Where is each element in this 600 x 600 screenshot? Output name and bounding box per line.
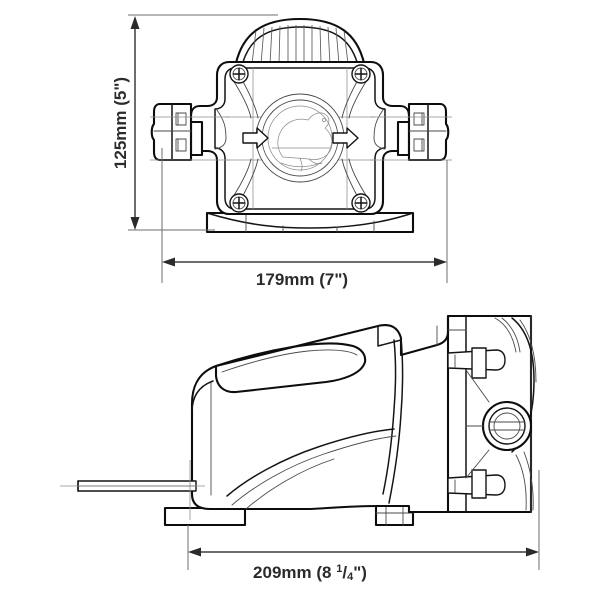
screw-bottom-right xyxy=(351,193,371,213)
flow-direction-arrow-right xyxy=(332,127,359,149)
screw-top-right xyxy=(351,64,371,84)
screw-bottom-left xyxy=(229,193,249,213)
seal-logo xyxy=(255,93,345,183)
length-dimension: 209mm (8 1/4") xyxy=(187,470,540,583)
mounting-foot-right xyxy=(374,503,415,527)
length-dimension-fraction-numerator: 1 xyxy=(336,563,342,575)
width-dimension: 179mm (7") xyxy=(161,148,448,289)
port-boss-side-view xyxy=(481,400,533,452)
length-dimension-label: 209mm (8 1/4") xyxy=(253,563,367,583)
top-vent-cap xyxy=(234,17,366,65)
front-view xyxy=(150,17,452,234)
length-dimension-label-tail: ") xyxy=(353,563,367,582)
screw-top-left xyxy=(229,64,249,84)
length-dimension-fraction-denominator: 4 xyxy=(347,571,354,583)
side-view xyxy=(60,314,537,527)
height-dimension-label: 125mm (5") xyxy=(111,77,130,169)
svg-text:209mm (8 1/4"): 209mm (8 1/4") xyxy=(253,563,367,583)
length-dimension-label-main: 209mm (8 xyxy=(253,563,336,582)
pump-body-side xyxy=(190,314,537,514)
clamp-lug-upper xyxy=(447,347,506,379)
flow-direction-arrow-left xyxy=(242,127,269,149)
width-dimension-label: 179mm (7") xyxy=(256,270,348,289)
vent-slots xyxy=(251,25,349,62)
clamp-lug-lower xyxy=(447,469,506,499)
port-fitting-right xyxy=(396,102,450,162)
mounting-foot-left xyxy=(163,506,247,527)
port-fitting-left xyxy=(150,102,204,162)
base-plate xyxy=(205,211,415,234)
height-dimension: 125mm (5") xyxy=(111,14,278,231)
